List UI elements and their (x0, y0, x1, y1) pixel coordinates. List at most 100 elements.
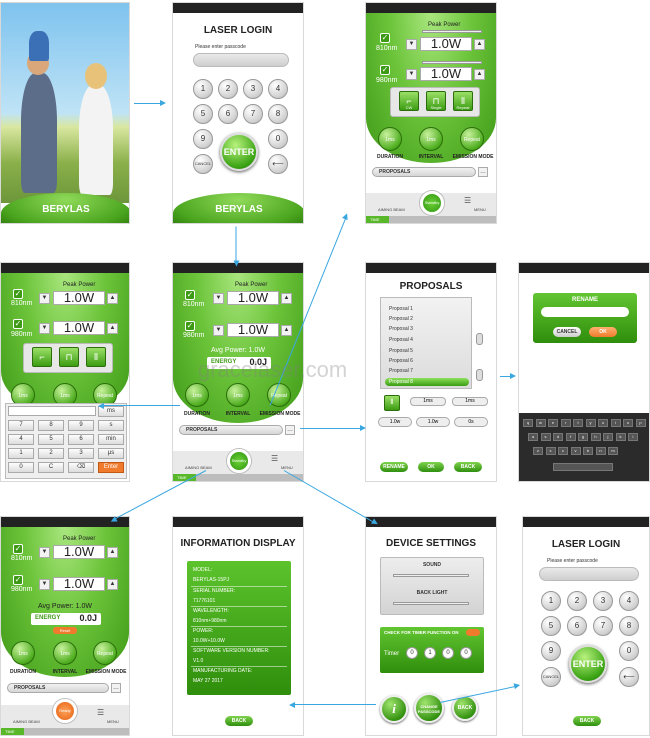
interval-button[interactable]: 1ms (53, 641, 77, 665)
keyboard-key[interactable]: z (533, 447, 543, 455)
backlight-slider[interactable] (393, 602, 469, 605)
power-slider-810[interactable] (422, 30, 482, 33)
keyboard-key[interactable]: e (548, 419, 558, 427)
interval-button[interactable]: 1ms (226, 383, 250, 407)
timer-digit[interactable]: 0 (460, 647, 472, 659)
increase-980-button[interactable]: ▲ (107, 323, 118, 334)
passcode-input[interactable] (193, 53, 289, 67)
scroll-down-handle[interactable] (476, 369, 483, 381)
decrease-810-button[interactable]: ▼ (39, 547, 50, 558)
checkbox-810[interactable]: ✓ (13, 289, 23, 299)
proposals-more-button[interactable]: … (111, 683, 121, 693)
keyboard-key[interactable]: r (560, 419, 571, 427)
backspace-button[interactable]: ⟵ (619, 667, 639, 687)
ok-button[interactable]: OK (418, 462, 444, 472)
proposals-bar[interactable]: PROPOSALS (372, 167, 476, 177)
keyboard-key[interactable]: u (598, 419, 608, 427)
keyboard-key[interactable]: k (615, 433, 626, 441)
ready-button[interactable]: Ready (53, 699, 77, 723)
key-4[interactable]: 4 (619, 591, 639, 611)
proposals-bar[interactable]: PROPOSALS (179, 425, 283, 435)
rename-cancel-button[interactable]: CANCEL (553, 327, 581, 337)
duration-button[interactable]: 1ms (185, 383, 209, 407)
mode-single-button[interactable]: ⊓ (59, 347, 79, 367)
rename-ok-button[interactable]: OK (589, 327, 617, 337)
proposals-bar[interactable]: PROPOSALS (7, 683, 109, 693)
checkbox-810[interactable]: ✓ (185, 290, 195, 300)
keyboard-key[interactable]: h (590, 433, 601, 441)
numkey-4[interactable]: 4 (8, 434, 34, 445)
keyboard-key[interactable]: v (570, 447, 581, 455)
increase-980-button[interactable]: ▲ (474, 69, 485, 80)
proposals-more-button[interactable]: … (478, 167, 488, 177)
sound-slider[interactable] (393, 574, 469, 577)
mode-cw-button[interactable]: ⌐ (32, 347, 52, 367)
checkbox-980[interactable]: ✓ (13, 575, 23, 585)
mode-repeat-button[interactable]: ⫴ (86, 347, 106, 367)
keyboard-key[interactable]: g (578, 433, 588, 441)
mode-single-button[interactable]: ⊓ (426, 91, 446, 111)
increase-810-button[interactable]: ▲ (107, 547, 118, 558)
info-icon[interactable]: i (380, 695, 408, 723)
key-1[interactable]: 1 (541, 591, 561, 611)
menu-icon[interactable]: ☰ (271, 454, 279, 463)
unit-min-key[interactable]: min (98, 434, 124, 445)
proposal-item[interactable]: Proposal 7 (389, 368, 413, 374)
menu-icon[interactable]: ☰ (97, 708, 105, 717)
enter-button[interactable]: ENTER (220, 133, 258, 171)
key-0[interactable]: 0 (619, 641, 639, 661)
reset-button[interactable]: Reset (53, 627, 77, 634)
keyboard-key[interactable]: x (545, 447, 556, 455)
decrease-810-button[interactable]: ▼ (213, 293, 224, 304)
proposal-item[interactable]: Proposal 4 (389, 337, 413, 343)
menu-icon[interactable]: ☰ (464, 196, 472, 205)
increase-980-button[interactable]: ▲ (107, 579, 118, 590)
checkbox-980[interactable]: ✓ (185, 321, 195, 331)
interval-button[interactable]: 1ms (419, 127, 443, 151)
unit-s-key[interactable]: s (98, 420, 124, 431)
timer-toggle[interactable] (466, 629, 480, 636)
keyboard-key[interactable]: c (558, 447, 568, 455)
key-3[interactable]: 3 (243, 79, 263, 99)
key-7[interactable]: 7 (593, 616, 613, 636)
numkey-1[interactable]: 1 (8, 448, 34, 459)
mode-repeat-button[interactable]: ⫴ (453, 91, 473, 111)
keyboard-key[interactable]: n (595, 447, 606, 455)
enter-button[interactable]: ENTER (569, 645, 607, 683)
timer-digit[interactable]: 0 (442, 647, 454, 659)
decrease-980-button[interactable]: ▼ (39, 579, 50, 590)
emission-mode-button[interactable]: Repeat (460, 127, 484, 151)
timer-digit[interactable]: 0 (406, 647, 418, 659)
key-9[interactable]: 9 (193, 129, 213, 149)
keyboard-key[interactable]: s (540, 433, 551, 441)
standby-button[interactable]: Standby (227, 449, 251, 473)
keyboard-key[interactable]: f (565, 433, 576, 441)
key-2[interactable]: 2 (567, 591, 587, 611)
login-back-button[interactable]: BACK (573, 716, 601, 726)
numpad-enter-key[interactable]: Enter (98, 462, 124, 473)
numkey-8[interactable]: 8 (38, 420, 64, 431)
duration-button[interactable]: 1ms (11, 641, 35, 665)
emission-mode-button[interactable]: Repeat (93, 641, 117, 665)
key-0[interactable]: 0 (268, 129, 288, 149)
decrease-980-button[interactable]: ▼ (406, 69, 417, 80)
checkbox-980[interactable]: ✓ (13, 319, 23, 329)
decrease-980-button[interactable]: ▼ (213, 325, 224, 336)
keyboard-key[interactable]: a (528, 433, 538, 441)
cancel-button[interactable]: CANCEL (541, 667, 561, 687)
clear-key[interactable]: C (38, 462, 64, 473)
keyboard-key[interactable]: t (573, 419, 583, 427)
increase-980-button[interactable]: ▲ (281, 325, 292, 336)
keyboard-key[interactable]: m (608, 447, 618, 455)
passcode-input[interactable] (539, 567, 639, 581)
proposal-item[interactable]: Proposal 2 (389, 316, 413, 322)
decrease-980-button[interactable]: ▼ (39, 323, 50, 334)
rename-input[interactable] (541, 307, 629, 317)
keyboard-key[interactable]: o (623, 419, 633, 427)
key-6[interactable]: 6 (567, 616, 587, 636)
numkey-3[interactable]: 3 (68, 448, 94, 459)
proposal-item[interactable]: Proposal 6 (389, 358, 413, 364)
numkey-6[interactable]: 6 (68, 434, 94, 445)
keyboard-key[interactable]: j (603, 433, 613, 441)
rename-button[interactable]: RENAME (380, 462, 408, 472)
